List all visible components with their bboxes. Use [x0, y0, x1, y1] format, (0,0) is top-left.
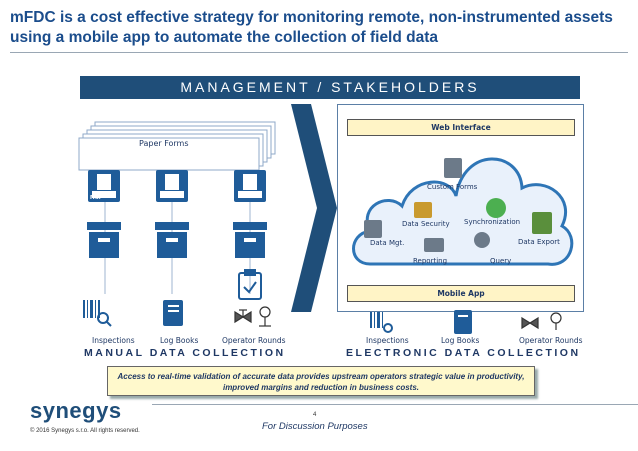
data-mgt-icon — [364, 220, 382, 238]
clipboard-check-icon — [238, 269, 262, 300]
barcode-icon — [370, 312, 393, 333]
manual-collection-graphic — [78, 121, 276, 327]
file-box-icon — [155, 222, 189, 258]
value-callout: Access to real-time validation of accura… — [107, 366, 535, 396]
page-number: 4 — [313, 412, 317, 418]
management-banner: MANAGEMENT / STAKEHOLDERS — [80, 76, 580, 99]
fax-icon — [234, 170, 266, 202]
synegys-logo: synegys — [30, 398, 122, 423]
fax-icon — [156, 170, 188, 202]
page-title: mFDC is a cost effective strategy for mo… — [10, 9, 613, 46]
mobile-app-bar: Mobile App — [347, 285, 575, 302]
disclaimer: For Discussion Purposes — [262, 421, 368, 432]
cloud-reporting: Reporting — [413, 257, 448, 265]
manual-label-log-books: Log Books — [160, 336, 199, 345]
reporting-icon — [424, 238, 444, 252]
cloud-data-mgt: Data Mgt. — [370, 239, 405, 247]
manual-label-operator-rounds: Operator Rounds — [222, 336, 286, 345]
file-box-icon — [87, 222, 121, 258]
transition-arrow-icon — [291, 104, 337, 312]
valve-gauge-icon — [234, 306, 271, 327]
valve-gauge-icon — [521, 312, 562, 330]
custom-forms-icon — [444, 158, 462, 178]
log-book-icon — [454, 310, 472, 334]
cloud-custom-forms: Custom Forms — [427, 183, 478, 191]
query-icon — [474, 232, 490, 248]
synchronization-icon — [486, 198, 506, 218]
electronic-label-operator-rounds: Operator Rounds — [519, 336, 583, 345]
electronic-icons — [370, 310, 562, 334]
paper-forms-label: Paper Forms — [139, 139, 189, 148]
title-divider — [10, 52, 628, 53]
cloud-synchronization: Synchronization — [464, 218, 521, 226]
fax-icons — [88, 170, 266, 202]
footer-divider — [152, 404, 638, 405]
electronic-label-inspections: Inspections — [366, 336, 409, 345]
file-box-icon — [233, 222, 267, 258]
cloud-data-export: Data Export — [518, 238, 560, 246]
cloud-graphic — [352, 157, 574, 266]
paper-forms-stack-icon — [78, 121, 276, 171]
fax-label: FAX — [90, 195, 101, 201]
manual-caption: MANUAL DATA COLLECTION — [84, 347, 286, 359]
copyright: © 2016 Synegys s.r.o. All rights reserve… — [30, 428, 140, 434]
data-security-icon — [414, 202, 432, 218]
log-book-icon — [163, 300, 183, 326]
cloud-query: Query — [490, 257, 512, 265]
electronic-label-log-books: Log Books — [441, 336, 480, 345]
cloud-data-security: Data Security — [402, 220, 450, 228]
fax-icon — [88, 170, 120, 202]
electronic-caption: ELECTRONIC DATA COLLECTION — [346, 347, 581, 359]
manual-label-inspections: Inspections — [92, 336, 135, 345]
barcode-icon — [83, 300, 112, 327]
web-interface-bar: Web Interface — [347, 119, 575, 136]
data-export-icon — [532, 212, 552, 234]
